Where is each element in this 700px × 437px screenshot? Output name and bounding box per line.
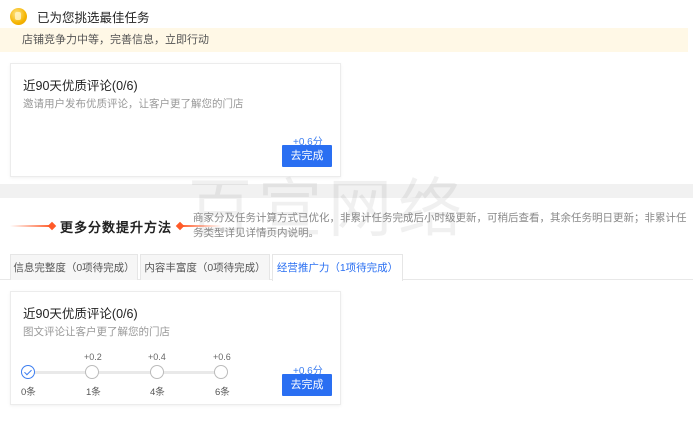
left-ornament-icon (10, 225, 52, 227)
step-node-2 (150, 365, 164, 379)
step-node-0 (21, 365, 35, 379)
step-label: 4条 (150, 387, 165, 398)
step-bonus: +0.4 (148, 352, 166, 362)
notice-bar: 店铺竞争力中等，完善信息，立即行动 (0, 28, 688, 52)
progress-track (26, 371, 222, 374)
page-header: 已为您挑选最佳任务 (10, 6, 150, 26)
tab-promotion[interactable]: 经营推广力（1项待完成） (272, 254, 403, 281)
step-label: 1条 (86, 387, 101, 398)
step-node-3 (214, 365, 228, 379)
task-title: 近90天优质评论(0/6) (23, 79, 138, 93)
section-note: 商家分及任务计算方式已优化，非累计任务完成后小时级更新，可稍后查看，其余任务明日… (193, 212, 687, 239)
points-badge: +0.6分 (293, 137, 323, 148)
step-bonus: +0.6 (213, 352, 231, 362)
task-description: 邀请用户发布优质评论，让客户更了解您的门店 (23, 98, 244, 110)
page-title: 已为您挑选最佳任务 (37, 10, 150, 25)
section-title: 更多分数提升方法 (60, 219, 173, 235)
task-title: 近90天优质评论(0/6) (23, 307, 138, 321)
complete-task-button[interactable]: 去完成 (282, 145, 332, 167)
section-header: 更多分数提升方法 (10, 214, 223, 238)
step-node-1 (85, 365, 99, 379)
tab-content-richness[interactable]: 内容丰富度（0项待完成） (140, 254, 270, 280)
task-card-bottom: 近90天优质评论(0/6) 图文评论让客户更了解您的门店 +0.6分 去完成 (10, 291, 341, 405)
tab-info-completeness[interactable]: 信息完整度（0项待完成） (10, 254, 138, 280)
task-card-top: 近90天优质评论(0/6) 邀请用户发布优质评论，让客户更了解您的门店 +0.6… (10, 63, 341, 177)
right-ornament-icon (180, 225, 223, 227)
task-description: 图文评论让客户更了解您的门店 (23, 326, 170, 338)
step-label: 6条 (215, 387, 230, 398)
points-badge: +0.6分 (293, 366, 323, 377)
tab-bar: 信息完整度（0项待完成） 内容丰富度（0项待完成） 经营推广力（1项待完成） (0, 254, 693, 281)
step-bonus: +0.2 (84, 352, 102, 362)
complete-task-button[interactable]: 去完成 (282, 374, 332, 396)
section-divider (0, 184, 693, 198)
coin-icon (10, 7, 27, 25)
step-label: 0条 (21, 387, 36, 398)
